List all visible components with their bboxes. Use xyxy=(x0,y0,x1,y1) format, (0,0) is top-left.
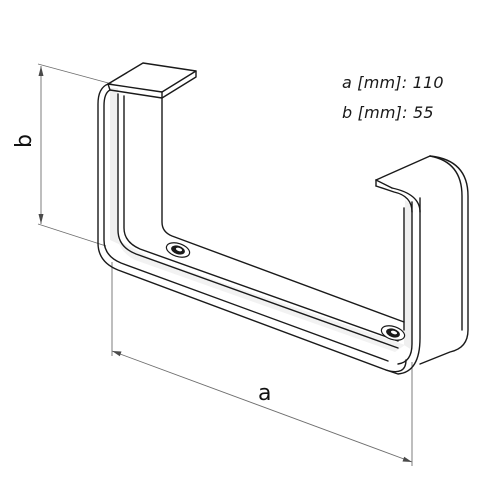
dimension-b xyxy=(37,63,113,247)
shading xyxy=(110,88,412,352)
dimension-b-extension-top xyxy=(37,63,113,85)
dimension-a xyxy=(111,262,413,466)
base-far-edge xyxy=(161,97,405,323)
mounting-holes xyxy=(165,242,406,341)
right-flange-top-edge xyxy=(375,179,393,189)
right-wall-outer-edge xyxy=(397,201,413,365)
dimension-b-arrow-bottom xyxy=(38,214,44,224)
dimension-a-letter: a xyxy=(258,381,272,406)
bracket-outer-edge-inner xyxy=(103,89,389,362)
bracket-outer-edge xyxy=(97,83,407,373)
left-flange-top xyxy=(107,62,197,99)
left-flange-crease xyxy=(161,70,197,93)
spec-b-label: b [mm]: 55 xyxy=(342,103,434,122)
right-flange-fold xyxy=(391,187,421,213)
dimension-b-extension-bottom xyxy=(37,223,107,247)
spec-a-label: a [mm]: 110 xyxy=(342,73,444,92)
dimension-a-arrow-right xyxy=(402,456,412,462)
dimension-b-arrow-top xyxy=(38,66,44,76)
mounting-hole-left xyxy=(165,242,191,258)
dimension-b-letter: b xyxy=(11,134,37,148)
dimension-a-line xyxy=(111,350,413,463)
mounting-hole-right xyxy=(380,325,406,341)
bracket-inner-back-edge xyxy=(123,95,399,342)
bracket-outline xyxy=(97,62,469,375)
right-flange-outer xyxy=(375,155,469,365)
right-flange-ridge xyxy=(429,155,463,331)
left-flange-edge xyxy=(107,83,111,91)
right-flange-inner-curve xyxy=(375,185,413,213)
dimension-a-arrow-left xyxy=(112,351,122,357)
bracket-inner-edge xyxy=(117,93,399,349)
left-flange-fold xyxy=(107,83,163,93)
right-wall-back-edge xyxy=(385,197,421,375)
